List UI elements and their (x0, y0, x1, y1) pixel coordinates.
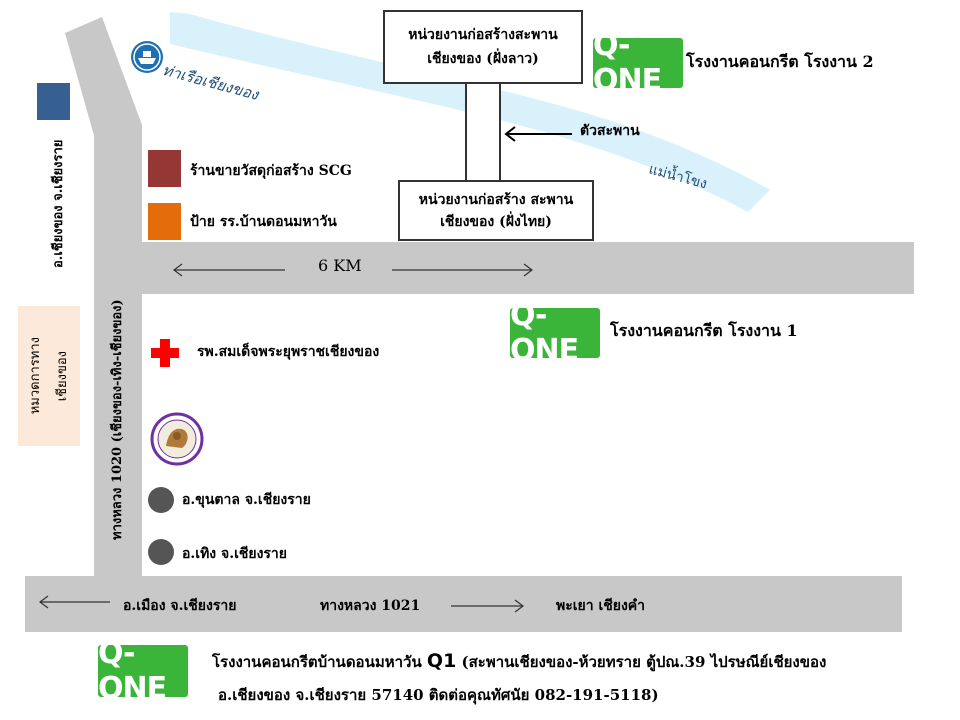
footer-q1: Q1 (426, 650, 457, 672)
police-label-1: หมวดการทาง (28, 337, 43, 415)
footer-line-2: อ.เชียงของ จ.เชียงราย 57140 ติดต่อคุณทัศ… (218, 686, 659, 704)
red-cross-icon (151, 339, 179, 367)
label-phayao: พะเยา เชียงคำ (556, 598, 646, 614)
double-arrow-icon (173, 263, 533, 277)
bridge (465, 82, 501, 182)
footer-line-1: โรงงานคอนกรีตบ้านดอนมหาวัน Q1 (สะพานเชีย… (212, 650, 826, 674)
qone-logo-footer: Q-ONE (98, 636, 188, 706)
bridge-unit-laos-line1: หน่วยงานก่อสร้างสะพาน (408, 27, 558, 43)
bridge-unit-thai-line2: เชียงของ (ฝั่งไทย) (440, 213, 552, 230)
hospital-label: รพ.สมเด็จพระยุพราชเชียงของ (197, 344, 380, 360)
thoeng-label: อ.เทิง จ.เชียงราย (182, 546, 287, 562)
bridge-label: ตัวสะพาน (580, 123, 640, 139)
label-mueang: อ.เมือง จ.เชียงราย (123, 598, 237, 614)
police-box: หมวดการทาง เชียงของ (18, 306, 80, 446)
road-bottom-horizontal (25, 576, 902, 632)
bridge-unit-laos-line2: เชียงของ (ฝั่งลาว) (427, 51, 539, 67)
bridge-unit-thai: หน่วยงานก่อสร้าง สะพาน เชียงของ (ฝั่งไทย… (398, 180, 594, 241)
circular-emblem-icon (150, 412, 204, 466)
scg-square-icon (148, 150, 181, 187)
plant2-label: โรงงานคอนกรีต โรงงาน 2 (686, 52, 874, 71)
district-vertical-label: อ.เชียงของ จ.เชียงราย (51, 139, 66, 268)
road-top-horizontal (96, 242, 914, 294)
qone-logo-plant2: Q-ONE (593, 28, 683, 98)
school-square-icon (148, 203, 181, 240)
road-diagonal-to-port (65, 17, 142, 139)
bridge-unit-laos: หน่วยงานก่อสร้างสะพาน เชียงของ (ฝั่งลาว) (383, 10, 583, 84)
footer-line1-a: โรงงานคอนกรีตบ้านดอนมหาวัน (212, 653, 427, 671)
footer-line1-b: (สะพานเชียงของ-ห้วยทราย ตู้ปณ.39 ไปรษณีย… (456, 653, 827, 671)
khun-tan-label: อ.ขุนตาล จ.เชียงราย (182, 492, 311, 508)
bridge-arrow-icon (504, 126, 572, 142)
bridge-unit-thai-line1: หน่วยงานก่อสร้าง สะพาน (418, 191, 574, 208)
ship-icon (131, 41, 163, 73)
school-label: ป้าย รร.บ้านดอนมหาวัน (190, 214, 337, 230)
district-square-icon (37, 83, 70, 120)
distance-label: 6 KM (318, 256, 362, 275)
khun-tan-dot-icon (148, 487, 174, 513)
bottom-road-arrows (39, 595, 524, 613)
highway-1020-label: ทางหลวง 1020 (เชียงของ-เทิง-เชียงของ) (110, 299, 125, 540)
plant1-label: โรงงานคอนกรีต โรงงาน 1 (610, 321, 798, 340)
road-vertical-1020 (94, 130, 142, 578)
qone-logo-plant1: Q-ONE (510, 298, 600, 368)
label-highway-1021: ทางหลวง 1021 (320, 598, 421, 614)
scg-label: ร้านขายวัสดุก่อสร้าง SCG (190, 163, 352, 179)
thoeng-dot-icon (148, 539, 174, 565)
police-label-2: เชียงของ (55, 350, 70, 402)
